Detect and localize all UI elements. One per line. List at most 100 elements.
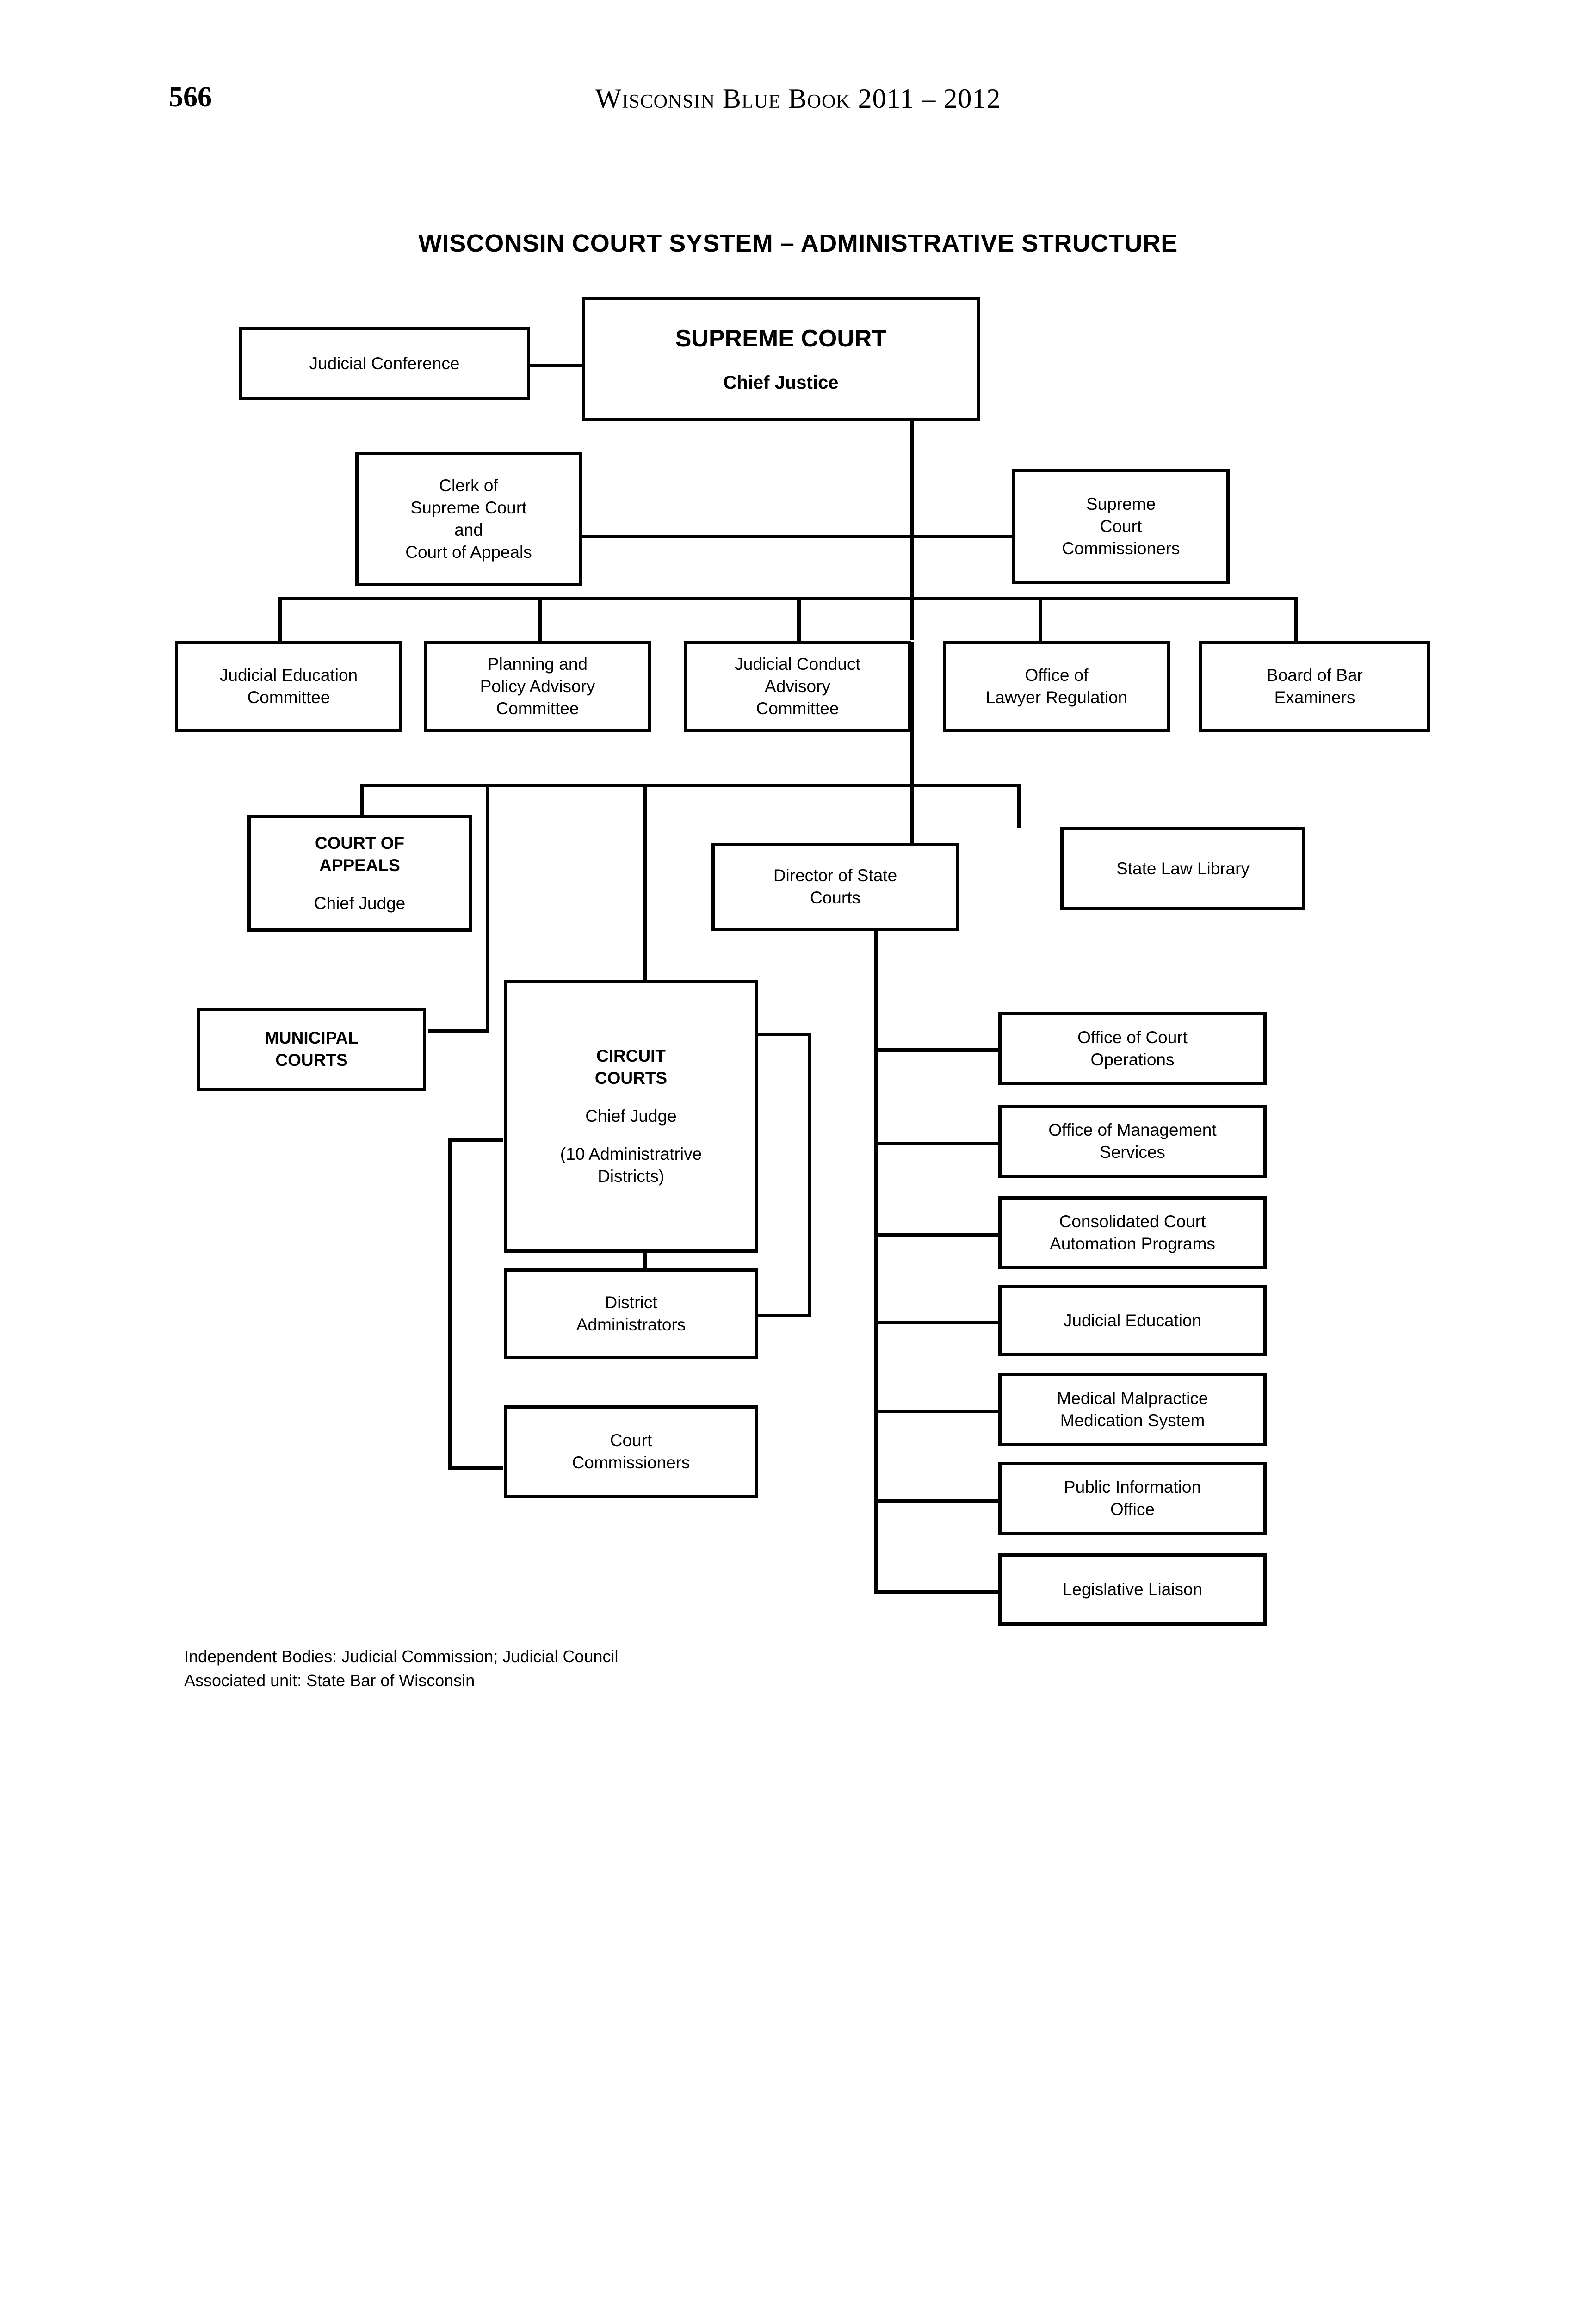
node-office-of-management-services[interactable]: Office of Management Services: [998, 1105, 1267, 1178]
node-label-line2: Services: [1100, 1143, 1165, 1162]
node-label-line2: Administrators: [576, 1315, 686, 1334]
node-label-line3: and: [454, 520, 483, 539]
node-label-line1: Office of Management: [1048, 1120, 1217, 1139]
footnote-associated-unit: Associated unit: State Bar of Wisconsin: [184, 1671, 475, 1690]
node-title: SUPREME COURT: [675, 325, 887, 353]
connector-circuit-courts-right-top: [757, 1033, 811, 1036]
node-medical-malpractice-medication-system[interactable]: Medical Malpractice Medication System: [998, 1373, 1267, 1446]
connector-to-court-commissioners: [448, 1466, 503, 1470]
connector-committee-bus: [278, 597, 1298, 600]
node-label-line1: Office of: [1025, 665, 1089, 685]
node-label-line1: Legislative Liaison: [1062, 1579, 1203, 1599]
connector-office-column-spine: [874, 907, 878, 1594]
node-board-of-bar-examiners[interactable]: Board of Bar Examiners: [1199, 641, 1430, 732]
connector-tier3-bus: [360, 784, 1021, 787]
node-subtitle: Chief Judge: [314, 894, 406, 913]
node-label-line4: Court of Appeals: [405, 543, 532, 562]
node-label-line1: District: [605, 1293, 657, 1312]
node-label-line3: Committee: [496, 699, 579, 718]
node-title-line2: APPEALS: [319, 855, 400, 875]
node-label-line2: Committee: [247, 688, 330, 707]
node-state-law-library[interactable]: State Law Library: [1060, 827, 1305, 910]
node-label-line2: Courts: [810, 888, 860, 907]
connector-stub-consolidated-court-automation: [874, 1233, 999, 1237]
connector-drop-planning-policy-committee: [538, 597, 542, 642]
node-director-of-state-courts[interactable]: Director of State Courts: [711, 843, 959, 931]
node-planning-and-policy-advisory-committee[interactable]: Planning and Policy Advisory Committee: [424, 641, 651, 732]
connector-stub-legislative-liaison: [874, 1590, 999, 1594]
node-label-line1: Judicial Conduct: [735, 654, 860, 674]
node-label-line2: Office: [1110, 1500, 1155, 1519]
connector-stub-public-information-office: [874, 1499, 999, 1503]
connector-district-administrators-right-stub: [757, 1314, 811, 1317]
node-supreme-court-commissioners[interactable]: Supreme Court Commissioners: [1012, 469, 1230, 584]
node-label-line2: Examiners: [1274, 688, 1355, 707]
node-label-line1: Consolidated Court: [1059, 1212, 1206, 1231]
node-label-line3: Committee: [756, 699, 839, 718]
node-circuit-courts[interactable]: CIRCUIT COURTS Chief Judge (10 Administr…: [504, 980, 758, 1253]
node-label: State Law Library: [1116, 859, 1250, 878]
node-label-line1: Judicial Education: [219, 665, 358, 685]
node-public-information-office[interactable]: Public Information Office: [998, 1462, 1267, 1535]
connector-circuit-courts-right-return: [808, 1033, 811, 1317]
connector-judicial-conference-to-supreme-court: [527, 364, 585, 367]
connector-spine-to-tier3: [910, 642, 914, 786]
node-judicial-education-committee[interactable]: Judicial Education Committee: [175, 641, 402, 732]
connector-court-of-appeals-down: [486, 930, 489, 1033]
node-municipal-courts[interactable]: MUNICIPAL COURTS: [197, 1008, 426, 1091]
node-label-line1: Medical Malpractice: [1057, 1388, 1208, 1408]
connector-drop-board-of-bar-examiners: [1294, 597, 1298, 642]
node-legislative-liaison[interactable]: Legislative Liaison: [998, 1553, 1267, 1626]
node-judicial-education[interactable]: Judicial Education: [998, 1285, 1267, 1356]
node-court-commissioners[interactable]: Court Commissioners: [504, 1405, 758, 1498]
node-label-line2: Automation Programs: [1050, 1234, 1215, 1253]
node-title-line2: COURTS: [594, 1068, 668, 1088]
node-title-line1: COURT OF: [315, 833, 405, 853]
node-label-line1: Public Information: [1064, 1477, 1201, 1497]
connector-supreme-court-spine: [910, 418, 914, 640]
node-label-line2: Policy Advisory: [480, 676, 595, 696]
connector-drop-director-state-courts: [910, 784, 914, 844]
node-label-line1: Judicial Education: [1063, 1311, 1202, 1330]
connector-drop-judicial-education-committee: [278, 597, 282, 642]
node-label-line1: Director of State: [773, 866, 897, 885]
node-label-line2: Advisory: [765, 676, 830, 696]
node-court-of-appeals[interactable]: COURT OF APPEALS Chief Judge: [247, 815, 472, 932]
running-title: Wisconsin Blue Book 2011 – 2012: [595, 83, 1001, 114]
node-label-line2: Commissioners: [572, 1453, 690, 1472]
node-judicial-conference[interactable]: Judicial Conference: [239, 327, 530, 400]
chart-title: WISCONSIN COURT SYSTEM – ADMINISTRATIVE …: [418, 229, 1178, 257]
node-label-line1: Supreme: [1086, 494, 1156, 513]
node-title-line1: MUNICIPAL: [265, 1028, 359, 1047]
node-note-line2: Districts): [598, 1167, 664, 1186]
page-header: 566 Wisconsin Blue Book 2011 – 2012: [0, 81, 1596, 132]
node-office-of-lawyer-regulation[interactable]: Office of Lawyer Regulation: [943, 641, 1170, 732]
connector-court-commissioners-bracket: [448, 1138, 452, 1470]
connector-drop-circuit-courts-branch: [486, 784, 489, 1033]
node-office-of-court-operations[interactable]: Office of Court Operations: [998, 1012, 1267, 1085]
connector-drop-state-law-library: [1017, 784, 1021, 828]
page-number: 566: [169, 81, 212, 113]
node-label-line1: Court: [610, 1430, 652, 1450]
node-label-line2: Lawyer Regulation: [985, 688, 1128, 707]
node-clerk-of-supreme-court-and-court-of-appeals[interactable]: Clerk of Supreme Court and Court of Appe…: [355, 452, 582, 586]
node-title-line2: COURTS: [275, 1051, 348, 1070]
node-supreme-court[interactable]: SUPREME COURT Chief Justice: [582, 297, 980, 421]
connector-stub-office-court-operations: [874, 1048, 999, 1052]
node-label-line1: Board of Bar: [1267, 665, 1363, 685]
node-note-line1: (10 Administratrive: [560, 1144, 702, 1164]
node-subtitle: Chief Judge: [585, 1106, 677, 1126]
footnotes: Independent Bodies: Judicial Commission;…: [184, 1645, 619, 1693]
node-judicial-conduct-advisory-committee[interactable]: Judicial Conduct Advisory Committee: [684, 641, 911, 732]
footnote-independent-bodies: Independent Bodies: Judicial Commission;…: [184, 1647, 619, 1666]
node-label-line1: Planning and: [487, 654, 588, 674]
connector-circuit-courts-left-stub: [448, 1138, 503, 1142]
node-district-administrators[interactable]: District Administrators: [504, 1268, 758, 1359]
node-label-line3: Commissioners: [1062, 539, 1180, 558]
node-consolidated-court-automation-programs[interactable]: Consolidated Court Automation Programs: [998, 1196, 1267, 1269]
connector-to-municipal-courts: [428, 1029, 489, 1033]
node-label-line2: Supreme Court: [410, 498, 527, 517]
connector-stub-medical-malpractice: [874, 1410, 999, 1413]
connector-drop-office-lawyer-regulation: [1039, 597, 1042, 642]
